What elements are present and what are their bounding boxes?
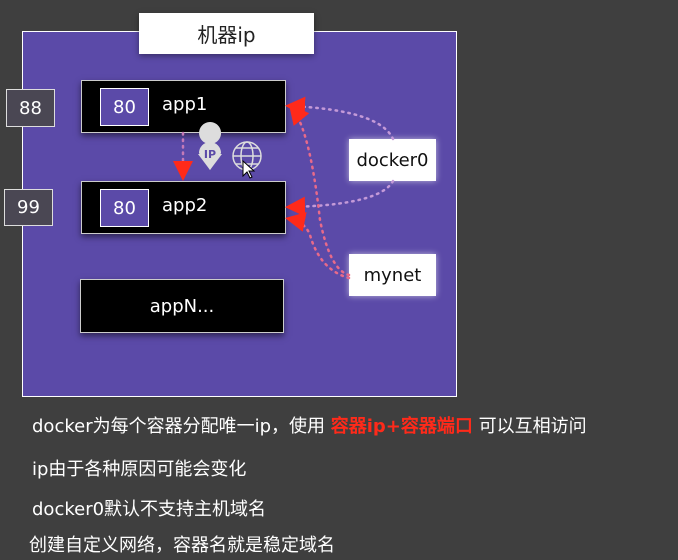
container-name: app2 — [162, 195, 208, 216]
container-name: appN... — [149, 295, 215, 317]
note-line-3: docker0默认不支持主机域名 — [32, 499, 267, 520]
note-text: docker为每个容器分配唯一ip，使用 — [32, 416, 331, 437]
container-port: 80 — [100, 189, 149, 227]
note-text: 可以互相访问 — [472, 416, 587, 437]
ip-pin-icon: IP — [198, 122, 222, 170]
arrow-mynet-to-app1 — [288, 104, 351, 277]
arrow-docker0-to-app2 — [285, 179, 395, 217]
host-port-88: 88 — [6, 89, 55, 127]
note-highlight: 容器ip+容器端口 — [330, 416, 473, 437]
note-line-4: 创建自定义网络，容器名就是稳定域名 — [29, 535, 335, 556]
note-line-2: ip由于各种原因可能会变化 — [32, 459, 247, 480]
note-line-1: docker为每个容器分配唯一ip，使用 容器ip+容器端口 可以互相访问 — [32, 412, 587, 438]
container-name: app1 — [162, 94, 208, 115]
arrow-docker0-to-app1 — [285, 96, 395, 141]
container-port: 80 — [100, 88, 149, 126]
network-mynet: mynet — [349, 254, 436, 296]
svg-text:IP: IP — [204, 148, 216, 161]
cursor-icon — [242, 159, 256, 179]
network-docker0: docker0 — [349, 139, 436, 181]
host-title: 机器ip — [139, 13, 314, 54]
container-appN: appN... — [80, 279, 284, 333]
host-port-99: 99 — [4, 189, 53, 226]
arrow-mynet-to-app2 — [285, 212, 351, 280]
